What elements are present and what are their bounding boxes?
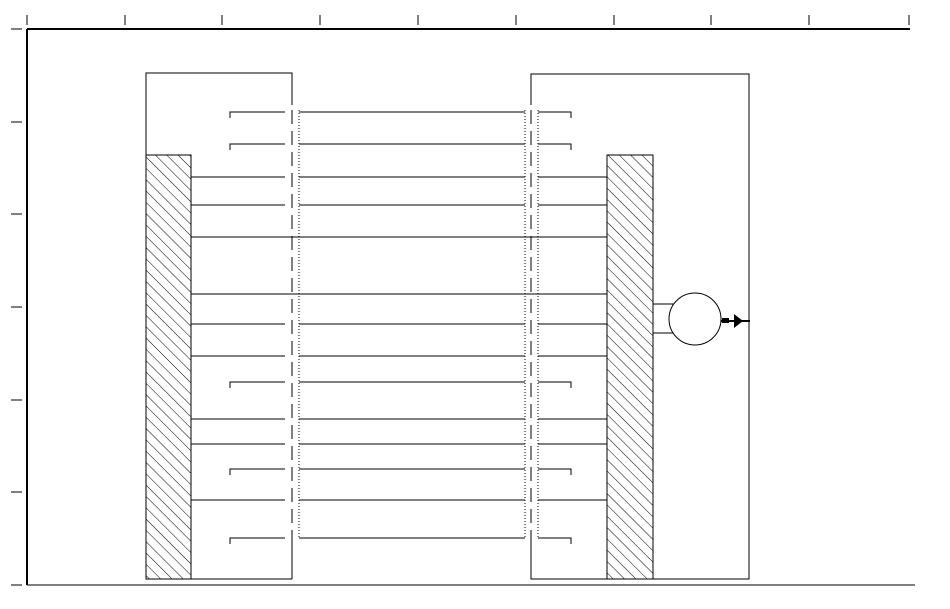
stub-row-469 — [230, 469, 571, 475]
left-ruler-ticks — [11, 29, 22, 585]
flow-arrow-icon — [734, 314, 743, 328]
right-hatched-wall — [607, 155, 653, 579]
stub-row-112 — [230, 112, 571, 118]
pump-circle-icon — [669, 293, 721, 345]
left-enclosure — [146, 73, 292, 579]
stub-row-538 — [230, 538, 571, 544]
stub-row-144 — [230, 144, 571, 150]
horizontal-lines — [191, 112, 607, 544]
left-hatched-wall — [146, 155, 191, 579]
pump-assembly — [653, 293, 750, 345]
pump-outlet-block — [722, 318, 729, 323]
top-ruler-ticks — [27, 15, 909, 25]
stub-row-382 — [230, 382, 571, 388]
